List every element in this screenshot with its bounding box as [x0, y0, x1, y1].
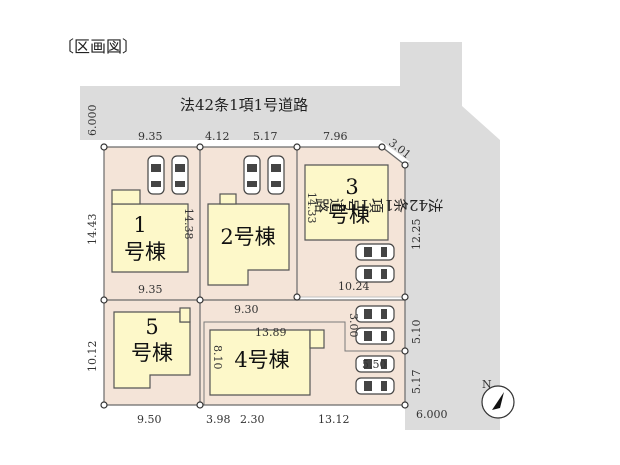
house-1-label-suffix: 号棟: [124, 240, 166, 264]
dim-bottom-4c: 13.12: [318, 413, 350, 426]
dim-left-1: 14.43: [86, 214, 99, 246]
car-icon: [355, 355, 395, 373]
plan-title: 〔区画図〕: [58, 37, 138, 56]
car-icon: [355, 327, 395, 345]
north-compass-icon: N: [481, 378, 515, 419]
dim-lot3-inner: 14.33: [305, 192, 318, 224]
dim-lot4-inner-a: 3.00: [347, 313, 360, 338]
dim-left-5: 10.12: [86, 341, 99, 373]
car-icon: [267, 155, 285, 195]
car-icon: [355, 305, 395, 323]
car-icon: [355, 377, 395, 395]
north-label: N: [482, 378, 492, 391]
dim-mid-45: 9.30: [234, 303, 259, 316]
parking-cars: [147, 155, 395, 395]
car-icon: [355, 265, 395, 283]
road-top-label: 法42条1項1号道路: [180, 96, 308, 114]
road-bottom-width: 6.000: [416, 408, 448, 421]
dim-top-2a: 4.12: [205, 130, 230, 143]
dim-mid-1: 9.35: [138, 283, 163, 296]
house-2: [207, 203, 290, 286]
house-5-porch: [179, 307, 191, 323]
road-top: [80, 42, 500, 162]
dim-bottom-5: 9.50: [137, 413, 162, 426]
lot-boundaries: [103, 146, 406, 406]
car-icon: [171, 155, 189, 195]
dim-lot4-left: 8.10: [211, 345, 224, 370]
house-5-label-number: 5: [145, 315, 158, 339]
house-1-label-number: 1: [133, 213, 146, 237]
car-icon: [147, 155, 165, 195]
car-icon: [243, 155, 261, 195]
dim-right-4a: 5.10: [410, 320, 423, 345]
house-2-label: 2号棟: [220, 225, 275, 249]
boundary-posts: [100, 143, 409, 409]
dim-right-4b: 5.17: [410, 370, 423, 395]
dim-lot4-top: 13.89: [255, 326, 287, 339]
dim-top-1: 9.35: [138, 130, 163, 143]
house-4-porch: [309, 329, 325, 349]
dim-top-2b: 5.17: [253, 130, 278, 143]
dim-bottom-4b: 2.30: [240, 413, 265, 426]
house-4: [209, 329, 311, 396]
dim-lot1-inner: 14.38: [182, 208, 195, 240]
house-4-label: 4号棟: [234, 348, 289, 372]
road-right: [405, 162, 500, 430]
dim-lot4-inner-b: 5.50: [362, 358, 387, 371]
dim-mid-3: 10.24: [338, 280, 370, 293]
car-icon: [355, 243, 395, 261]
house-2-porch: [219, 193, 237, 205]
house-3: [304, 164, 389, 241]
house-3-label-number: 3: [345, 175, 358, 199]
road-right-label: 法42条1項1号道路: [315, 196, 443, 214]
dim-right-3: 12.25: [410, 219, 423, 251]
house-3-label-suffix: 号棟: [328, 203, 370, 227]
house-5-label-suffix: 号棟: [131, 341, 173, 365]
road-top-width: 6.000: [86, 105, 99, 137]
house-1: [111, 203, 189, 273]
dimension-labels: 9.35 4.12 5.17 7.96 3.01 14.43 14.38 14.…: [86, 130, 423, 426]
lot-4-access-outline: [203, 321, 405, 405]
house-1-porch: [111, 189, 141, 205]
dim-top-3: 7.96: [323, 130, 348, 143]
dim-bottom-4a: 3.98: [206, 413, 231, 426]
